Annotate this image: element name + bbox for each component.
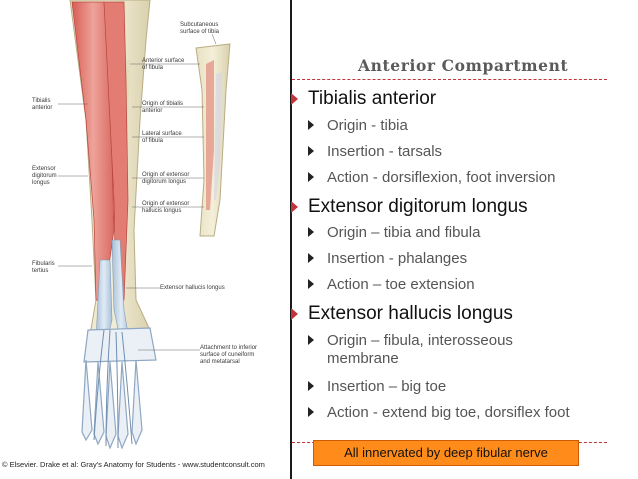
top-dashed-divider [292, 79, 607, 80]
bullet-label: Extensor hallucis longus [308, 303, 513, 324]
sub-bullet-text: Action - dorsiflexion, foot inversion [327, 169, 556, 186]
label-anterior-surface-fibula: Anterior surface of fibula [142, 58, 185, 71]
label-origin-extensor-hallucis: Origin of extensor hallucis longus [142, 201, 190, 214]
vertical-divider [290, 0, 292, 479]
figure-credit: © Elsevier. Drake et al: Gray's Anatomy … [2, 460, 265, 469]
sub-bullet-text: Insertion - phalanges [327, 250, 468, 267]
sub-bullet-arrow-icon [308, 381, 314, 391]
label-lateral-surface-fibula: Lateral surface of fibula [142, 131, 182, 144]
sub-bullet-text: Insertion – big toe [327, 378, 447, 395]
bullet-label: Tibialis anterior [308, 88, 437, 109]
leg-illustration [58, 0, 231, 450]
sub-bullet-arrow-icon [308, 253, 314, 263]
label-origin-tibialis-anterior: Origin of tibialis anterior [142, 101, 184, 114]
label-attachment-cuneiform: Attachment to inferior surface of cuneif… [200, 345, 258, 365]
sub-bullet-arrow-icon [308, 407, 314, 417]
bullet-arrow-icon [291, 201, 298, 213]
bullet-arrow-icon [291, 308, 298, 320]
sub-bullet-text: Action – toe extension [327, 276, 475, 293]
sub-bullet-text: Origin – tibia and fibula [327, 224, 481, 241]
sub-bullet-arrow-icon [308, 172, 314, 182]
innervation-note: All innervated by deep fibular nerve [313, 440, 579, 466]
sub-bullet-arrow-icon [308, 335, 314, 345]
label-tibialis-anterior: Tibialis anterior [32, 98, 53, 111]
label-extensor-hallucis-longus: Extensor hallucis longus [160, 285, 225, 291]
bullet-arrow-icon [291, 93, 298, 105]
label-extensor-digitorum-longus: Extensor digitorum longus [32, 166, 57, 186]
sub-bullet-arrow-icon [308, 146, 314, 156]
label-fibularis-tertius: Fibularis tertius [32, 261, 55, 274]
sub-bullet-arrow-icon [308, 120, 314, 130]
label-origin-extensor-digitorum: Origin of extensor digitorum longus [142, 172, 190, 185]
slide-title: Anterior Compartment [358, 56, 569, 75]
sub-bullet-text: Origin – fibula, interosseous membrane [327, 332, 513, 367]
anatomy-figure: Subcutaneous surface of tibia Anterior s… [0, 0, 292, 479]
sub-bullet-arrow-icon [308, 279, 314, 289]
sub-bullet-arrow-icon [308, 227, 314, 237]
bullet-label: Extensor digitorum longus [308, 196, 528, 217]
sub-bullet-text: Action - extend big toe, dorsiflex foot [327, 404, 570, 421]
sub-bullet-text: Insertion - tarsals [327, 143, 443, 160]
label-subcutaneous-surface: Subcutaneous surface of tibia [180, 22, 220, 35]
sub-bullet-text: Origin - tibia [327, 117, 408, 134]
